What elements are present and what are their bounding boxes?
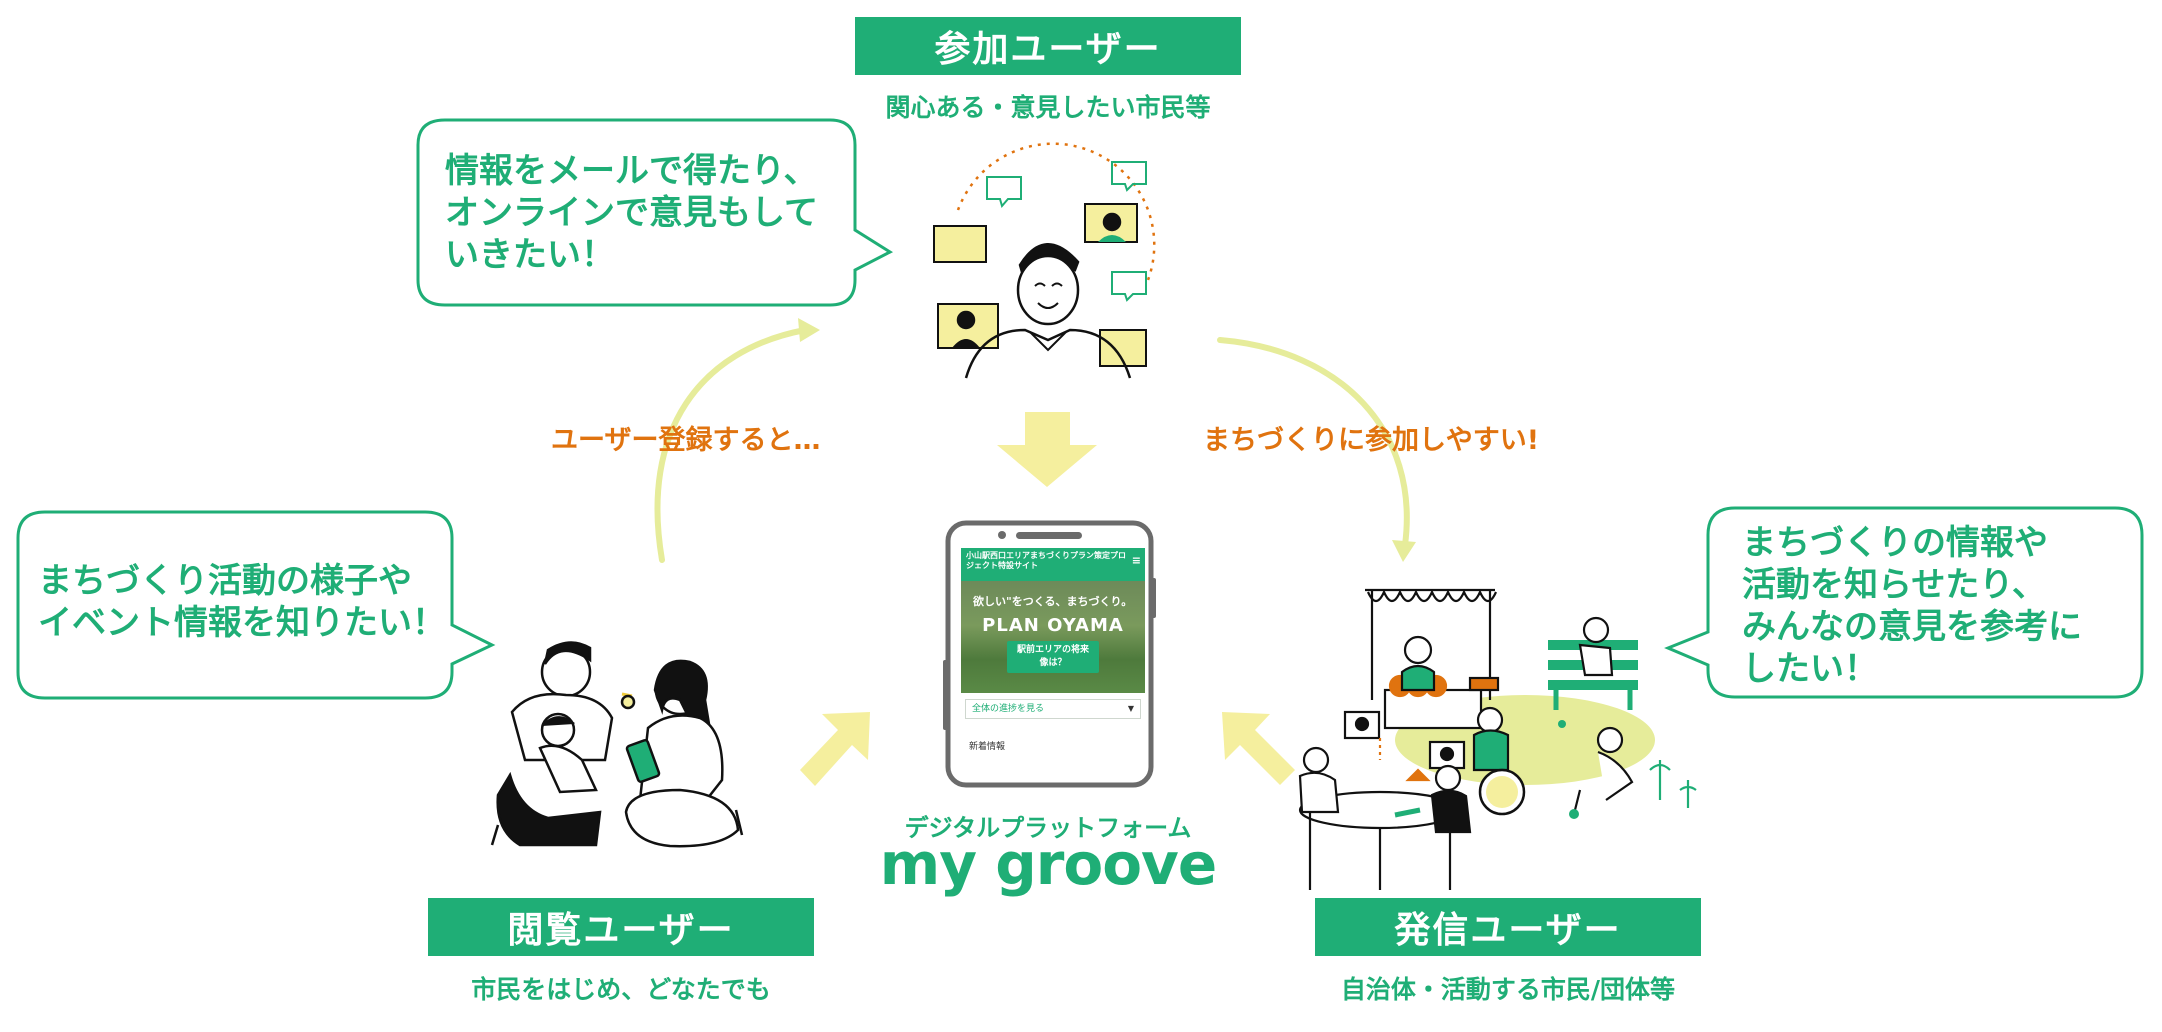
viewer-bubble-text: まちづくり活動の様子や イベント情報を知りたい！ bbox=[38, 560, 458, 644]
phone-screen: 小山駅西口エリアまちづくりプラン策定プロジェクト特設サイト ≡ 欲しい"をつくる… bbox=[961, 548, 1145, 760]
curved-arrow-right-head bbox=[1392, 540, 1416, 562]
publisher-user-subtitle: 自治体・活動する市民/団体等 bbox=[1315, 970, 1701, 1006]
publisher-user-title: 発信ユーザー bbox=[1315, 898, 1701, 956]
viewer-user-subtitle: 市民をはじめ、どなたでも bbox=[428, 970, 814, 1006]
publisher-illustration bbox=[1300, 590, 1696, 890]
participate-arrow-label: まちづくりに参加しやすい! bbox=[1203, 418, 1539, 457]
phone-hero: 欲しい"をつくる、まちづくり。 PLAN OYAMA 駅前エリアの将来 像は？ bbox=[961, 581, 1145, 693]
participant-bubble-text: 情報をメールで得たり、 オンラインで意見もして いきたい！ bbox=[445, 150, 845, 276]
phone-site-title: 小山駅西口エリアまちづくりプラン策定プロジェクト特設サイト bbox=[966, 551, 1126, 570]
phone-news-heading: 新着情報 bbox=[961, 739, 1145, 752]
publisher-bubble-text: まちづくりの情報や 活動を知らせたり、 みんなの意見を参考に したい！ bbox=[1742, 522, 2132, 690]
left-upright-arrow bbox=[800, 712, 870, 786]
right-upleft-arrow bbox=[1222, 712, 1295, 785]
viewer-illustration bbox=[492, 642, 742, 846]
participant-illustration bbox=[934, 144, 1154, 378]
viewer-user-title: 閲覧ユーザー bbox=[428, 898, 814, 956]
menu-icon[interactable]: ≡ bbox=[1132, 556, 1141, 566]
participant-user-title: 参加ユーザー bbox=[855, 17, 1241, 75]
chevron-down-icon: ▼ bbox=[1128, 700, 1134, 718]
phone-hero-title: PLAN OYAMA bbox=[961, 615, 1145, 636]
phone-progress-select-label: 全体の進捗を見る bbox=[972, 704, 1044, 714]
participant-user-subtitle: 関心ある・意見したい市民等 bbox=[855, 88, 1241, 124]
register-arrow-label: ユーザー登録すると… bbox=[551, 418, 820, 457]
curved-arrow-left-head bbox=[798, 318, 820, 342]
platform-name: my groove bbox=[855, 830, 1241, 898]
phone-site-header: 小山駅西口エリアまちづくりプラン策定プロジェクト特設サイト ≡ bbox=[961, 548, 1145, 581]
phone-hero-tagline: 欲しい"をつくる、まちづくり。 bbox=[973, 593, 1132, 609]
phone-progress-select[interactable]: 全体の進捗を見る ▼ bbox=[965, 699, 1141, 719]
down-arrow bbox=[997, 412, 1097, 487]
phone-hero-button[interactable]: 駅前エリアの将来 像は？ bbox=[1007, 641, 1099, 673]
